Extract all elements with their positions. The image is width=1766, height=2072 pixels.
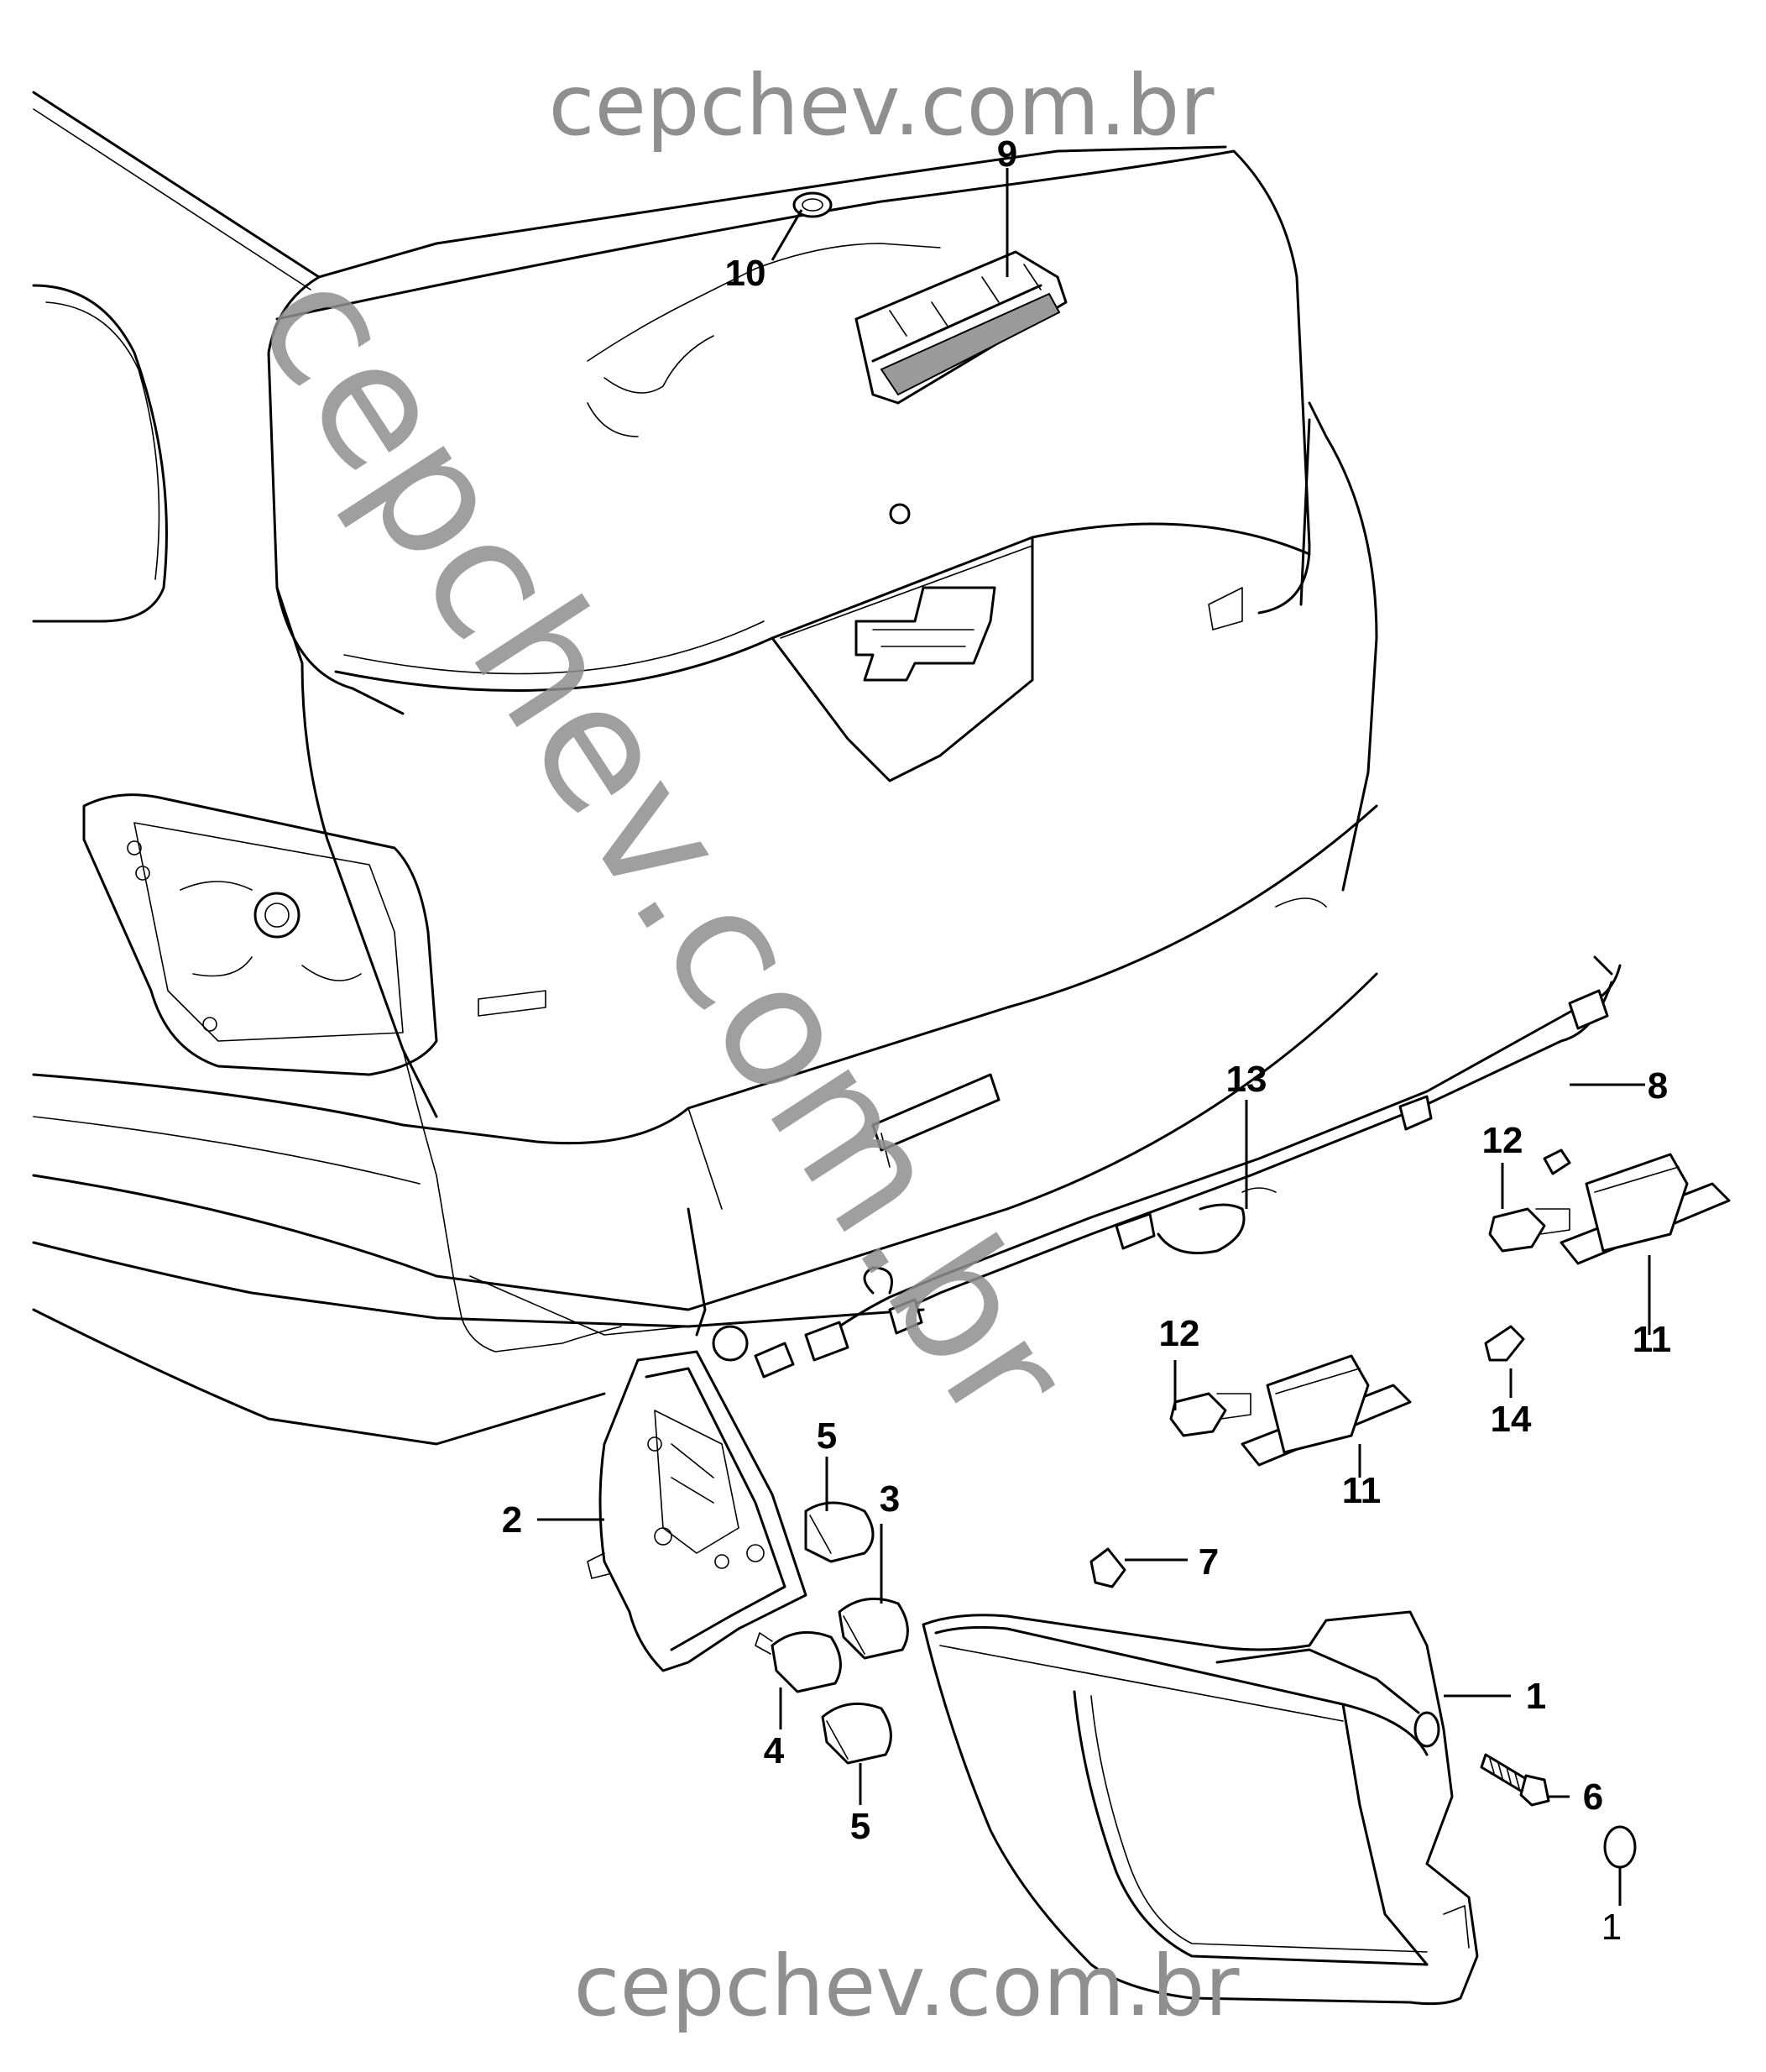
- tail-lamp-assembly: [922, 1610, 1479, 2006]
- callout-5-lower: 5: [850, 1806, 870, 1847]
- watermark-top: cepchev.com.br: [548, 56, 1215, 154]
- callout-1-lower: 1: [1601, 1907, 1622, 1948]
- license-lamp-upper: [1560, 1153, 1731, 1265]
- grommet: [792, 191, 833, 218]
- bulb-holder-carrier: [587, 1350, 807, 1672]
- callout-12-upper: 12: [1482, 1120, 1523, 1161]
- callout-10: 10: [725, 253, 766, 294]
- callout-5-upper: 5: [817, 1415, 837, 1457]
- bolt: [1480, 1753, 1550, 1807]
- wedge-bulb: [1484, 1325, 1525, 1362]
- watermark-bottom: cepchev.com.br: [573, 1937, 1240, 2035]
- callout-12-lower: 12: [1159, 1313, 1200, 1354]
- bulb-5-upper: [804, 1501, 875, 1563]
- callout-11-lower: 11: [1342, 1470, 1382, 1511]
- leader-lines: [537, 168, 1651, 1906]
- license-lamp-bulb-upper: [1488, 1207, 1570, 1253]
- callout-11-upper: 11: [1633, 1319, 1672, 1360]
- callout-7: 7: [1199, 1541, 1219, 1583]
- callout-9: 9: [997, 133, 1017, 175]
- license-lamp-bulb-lower: [1169, 1392, 1251, 1437]
- bulb-3: [838, 1597, 909, 1660]
- callout-6: 6: [1583, 1776, 1603, 1818]
- wiring-harness: [712, 955, 1622, 1379]
- bulb-4: [755, 1630, 842, 1693]
- callout-14: 14: [1491, 1399, 1532, 1440]
- watermark-diagonal: cepchev.com.br: [218, 234, 1108, 1458]
- retaining-clip: [1089, 1547, 1126, 1588]
- callout-1: 1: [1526, 1676, 1546, 1717]
- license-lamp-lower: [1241, 1354, 1412, 1467]
- push-pin: [1543, 1148, 1571, 1175]
- callout-2: 2: [502, 1499, 522, 1541]
- high-mount-brake-lamp: [854, 250, 1068, 405]
- callout-8: 8: [1648, 1065, 1668, 1107]
- callout-13: 13: [1226, 1059, 1267, 1100]
- car-rear-body: [32, 91, 1378, 1446]
- callout-4: 4: [764, 1730, 785, 1771]
- callout-3: 3: [880, 1478, 900, 1520]
- cap: [1603, 1825, 1637, 1869]
- bulb-5-lower: [821, 1702, 892, 1765]
